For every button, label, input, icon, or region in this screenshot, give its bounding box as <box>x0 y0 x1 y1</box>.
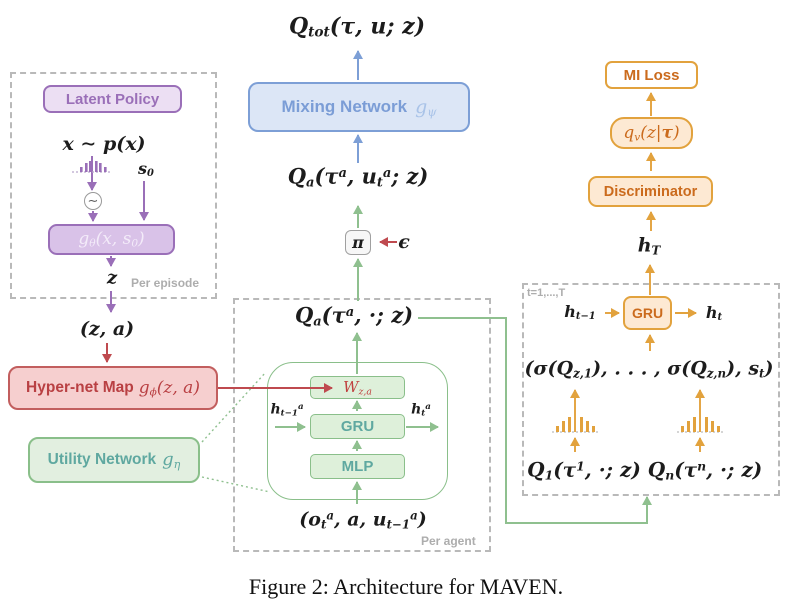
per-episode-group-box <box>10 72 217 299</box>
mi-loss-box: MI Loss <box>605 61 698 89</box>
mixing-network-label: Mixing Network <box>281 97 408 116</box>
agent-mlp-label: MLP <box>341 458 374 475</box>
h-prev-trajectory-label: ht−1 <box>564 301 596 323</box>
g-phi-label: gϕ(z, a) <box>138 377 200 399</box>
hypernet-weights-box: Wz,a <box>310 376 405 399</box>
trajectory-gru-label: GRU <box>631 305 664 321</box>
per-agent-label: Per agent <box>421 534 476 548</box>
q-v-label: qv(z|τ) <box>623 122 680 144</box>
latent-policy-box: Latent Policy <box>43 85 182 113</box>
discriminator-label: Discriminator <box>603 183 698 200</box>
mixing-network-box: Mixing Network gψ <box>248 82 470 132</box>
latent-network-box: gθ(x, s0) <box>48 224 175 255</box>
epsilon-label: ϵ <box>398 231 410 253</box>
discriminator-box: Discriminator <box>588 176 713 207</box>
x-distribution-label: x ∼ p(x) <box>62 133 146 155</box>
per-episode-label: Per episode <box>131 276 200 290</box>
q1-label: Q1(τ1, ·; z) <box>527 457 641 483</box>
trajectory-gru-box: GRU <box>623 296 672 330</box>
agent-gru-label: GRU <box>340 418 375 435</box>
sampling-circle-icon: ∼ <box>84 192 102 210</box>
pi-label: π <box>352 233 364 252</box>
q-tot-label: Qtot(τ, u; z) <box>288 13 426 41</box>
s0-label: s0 <box>138 158 154 180</box>
h-prev-agent-label: ht−1a <box>270 401 304 419</box>
q-a-dot-label: Qa(τa, ·; z) <box>294 302 414 330</box>
time-range-label: t=1,...,T <box>527 287 566 299</box>
h-next-trajectory-label: ht <box>705 302 723 324</box>
h-T-label: hT <box>637 234 661 258</box>
qn-label: Qn(τn, ·; z) <box>647 457 763 483</box>
policy-pi-box: π <box>345 230 371 255</box>
variational-posterior-box: qv(z|τ) <box>610 117 693 149</box>
utility-network-box: Utility Network gη <box>28 437 200 483</box>
agent-gru-box: GRU <box>310 414 405 439</box>
tilde-glyph: ∼ <box>87 193 99 208</box>
utility-network-label: Utility Network <box>47 451 157 468</box>
latent-policy-label: Latent Policy <box>65 90 160 108</box>
g-theta-label: gθ(x, s0) <box>78 229 145 250</box>
w-za-label: Wz,a <box>343 377 372 398</box>
sigma-input-label: (σ(Qz,1), . . . , σ(Qz,n), st) <box>524 357 774 381</box>
hypernet-map-label: Hyper-net Map <box>26 379 134 396</box>
agent-input-label: (ota, a, ut−1a) <box>299 508 427 532</box>
g-psi-label: gψ <box>415 95 437 119</box>
q-a-u-label: Qa(τa, uta; z) <box>287 163 429 191</box>
z-a-label: (z, a) <box>79 318 135 340</box>
agent-mlp-box: MLP <box>310 454 405 479</box>
figure-caption: Figure 2: Architecture for MAVEN. <box>248 574 564 599</box>
mi-loss-label: MI Loss <box>623 66 680 84</box>
h-next-agent-label: hta <box>411 401 431 419</box>
hypernet-map-box: Hyper-net Map gϕ(z, a) <box>8 366 218 410</box>
g-eta-label: gη <box>162 449 181 471</box>
z-label: z <box>106 267 118 289</box>
